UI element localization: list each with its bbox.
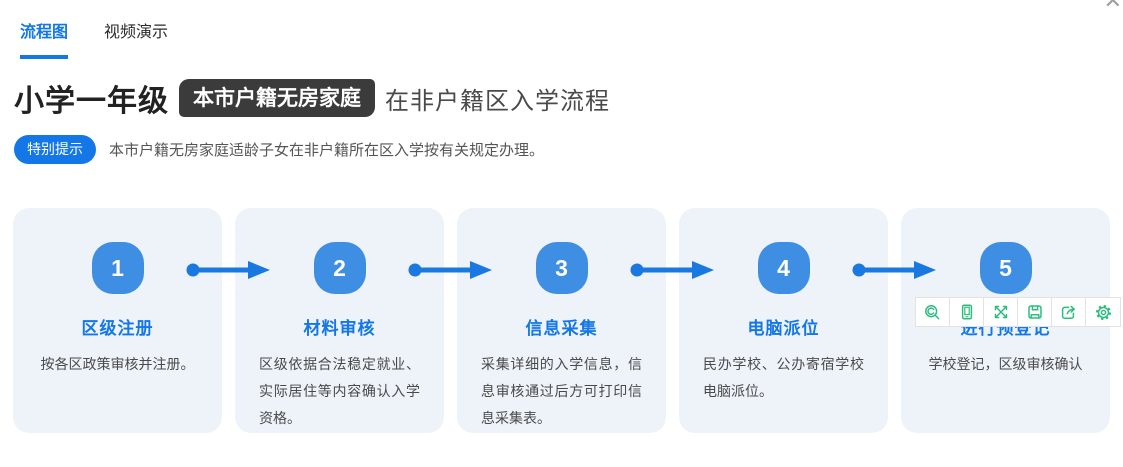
flow-arrow — [852, 261, 936, 279]
zoom-search-button[interactable] — [916, 298, 950, 326]
step-number-badge: 1 — [91, 242, 144, 294]
step-description: 区级依据合法稳定就业、实际居住等内容确认入学资格。 — [259, 356, 420, 426]
step-number-badge: 4 — [757, 242, 810, 294]
tab-video-demo[interactable]: 视频演示 — [104, 18, 168, 59]
title-suffix: 在非户籍区入学流程 — [385, 87, 610, 115]
special-tip: 特别提示 本市户籍无房家庭适龄子女在非户籍所在区入学按有关规定办理。 — [14, 135, 544, 164]
step-description: 采集详细的入学信息，信息审核通过后方可打印信息采集表。 — [481, 356, 642, 426]
tab-flowchart[interactable]: 流程图 — [20, 18, 69, 59]
export-share-icon — [1061, 305, 1075, 319]
fullscreen-expand-icon — [994, 305, 1007, 319]
tab-bar: 流程图 视频演示 — [20, 18, 168, 59]
save-button[interactable] — [1018, 298, 1052, 326]
special-tip-badge: 特别提示 — [14, 135, 96, 164]
title-family-type-badge: 本市户籍无房家庭 — [179, 79, 375, 117]
step-number-badge: 2 — [313, 242, 366, 294]
mobile-view-button[interactable] — [950, 298, 984, 326]
save-icon — [1027, 305, 1042, 319]
step-description: 学校登记，区级审核确认 — [928, 356, 1083, 372]
step-description: 按各区政策审核并注册。 — [40, 356, 195, 372]
step-title: 电脑派位 — [747, 319, 820, 338]
flow-arrow — [186, 261, 270, 279]
step-title: 材料审核 — [303, 319, 376, 338]
step-number-badge: 3 — [535, 242, 588, 294]
flow-arrow — [630, 261, 714, 279]
zoom-search-icon — [925, 304, 940, 319]
close-icon[interactable]: ✕ — [1103, 0, 1122, 13]
flow-arrow — [408, 261, 492, 279]
flow-steps: 1 区级注册 按各区政策审核并注册。 2 材料审核 区级依据合法稳定就业、实际居… — [13, 208, 1110, 433]
export-share-button[interactable] — [1052, 298, 1086, 326]
step-description: 民办学校、公办寄宿学校电脑派位。 — [703, 356, 864, 399]
step-title: 信息采集 — [525, 319, 598, 338]
step-card-4: 4 电脑派位 民办学校、公办寄宿学校电脑派位。 — [679, 208, 888, 433]
settings-gear-icon — [1095, 304, 1111, 320]
settings-button[interactable] — [1086, 298, 1120, 326]
fullscreen-expand-button[interactable] — [984, 298, 1018, 326]
step-number-badge: 5 — [979, 242, 1032, 294]
step-card-3: 3 信息采集 采集详细的入学信息，信息审核通过后方可打印信息采集表。 — [457, 208, 666, 433]
step-card-1: 1 区级注册 按各区政策审核并注册。 — [13, 208, 222, 433]
special-tip-text: 本市户籍无房家庭适龄子女在非户籍所在区入学按有关规定办理。 — [109, 142, 545, 159]
step-title: 区级注册 — [81, 319, 154, 338]
mobile-view-icon — [961, 304, 972, 320]
page-title: 小学一年级 本市户籍无房家庭 在非户籍区入学流程 — [14, 76, 610, 120]
step-card-2: 2 材料审核 区级依据合法稳定就业、实际居住等内容确认入学资格。 — [235, 208, 444, 433]
floating-toolbar — [915, 297, 1121, 327]
title-grade: 小学一年级 — [14, 85, 169, 118]
